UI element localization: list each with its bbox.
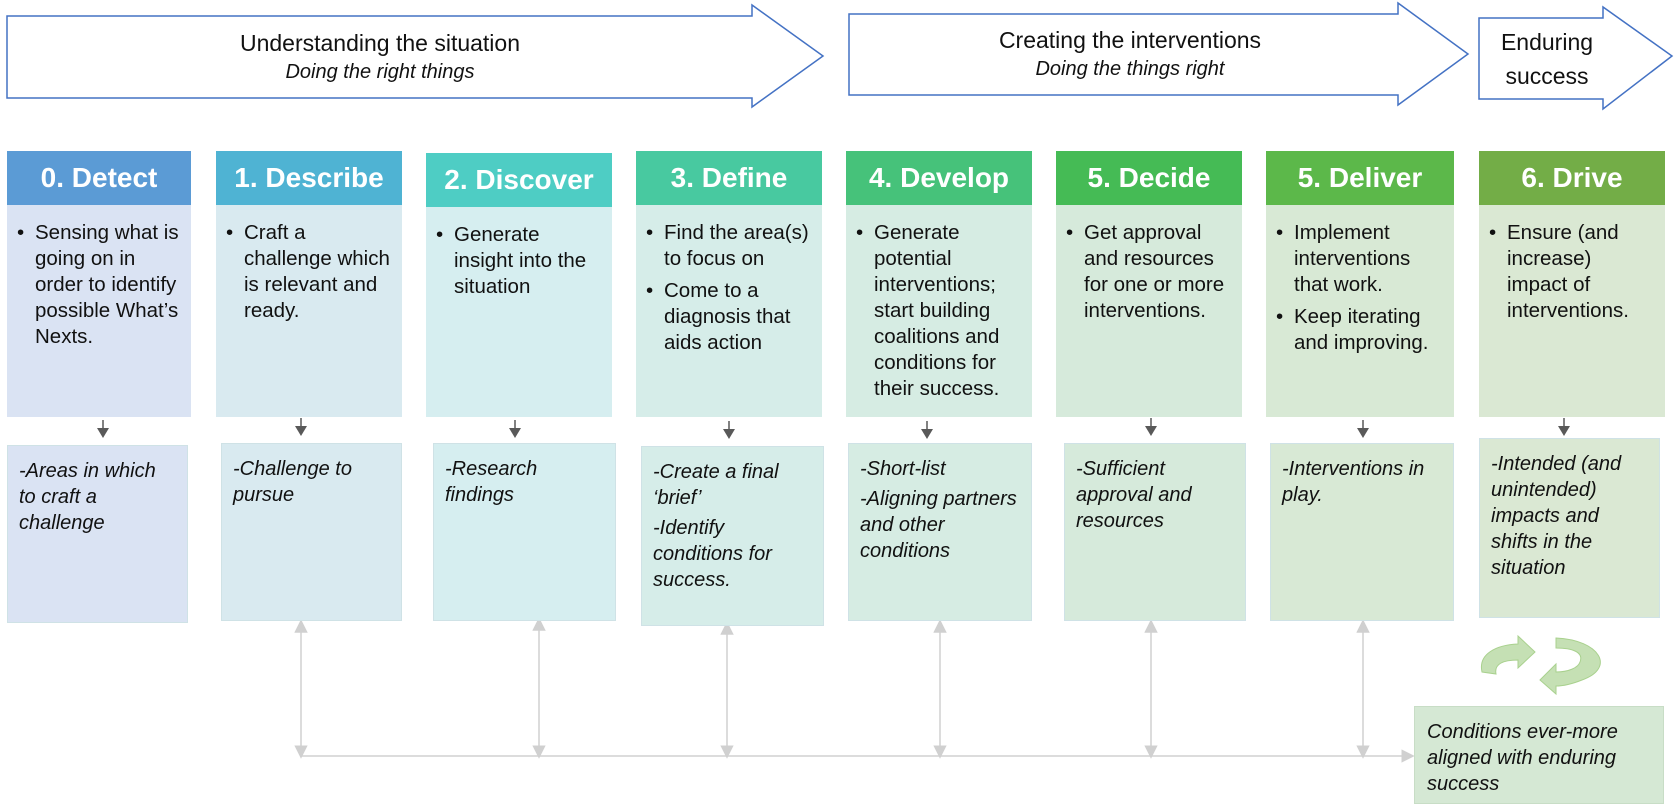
output-text: -Sufficient approval and resources xyxy=(1076,458,1192,532)
stage-body-define: Find the area(s) to focus on Come to a di… xyxy=(636,205,822,417)
stage-bullet: Keep iterating and improving. xyxy=(1276,304,1446,356)
stage-header-discover: 2. Discover xyxy=(426,153,612,207)
small-arrow-2 xyxy=(509,420,521,438)
output-box-develop: -Short-list -Aligning partners and other … xyxy=(848,443,1032,621)
stage-bullet-list: Sensing what is going on in order to ide… xyxy=(7,205,191,350)
output-text: -Create a final ‘brief’ xyxy=(653,461,779,509)
stage-header-drive: 6. Drive xyxy=(1479,151,1665,205)
stage-bullet-list: Find the area(s) to focus on Come to a di… xyxy=(636,205,822,356)
stage-bullet-list: Implement interventions that work. Keep i… xyxy=(1266,205,1454,356)
small-arrow-0 xyxy=(97,420,109,438)
phase-label-enduring: Enduring success xyxy=(1482,25,1612,93)
output-box-detect: -Areas in which to craft a challenge xyxy=(7,445,188,623)
phase-title: Understanding the situation xyxy=(239,30,521,56)
stage-body-drive: Ensure (and increase) impact of interven… xyxy=(1479,205,1665,417)
stage-bullet-list: Craft a challenge which is relevant and … xyxy=(216,205,402,324)
stage-bullet-list: Generate potential interventions; start … xyxy=(846,205,1032,402)
small-arrow-5 xyxy=(1145,418,1157,436)
feedback-connectors xyxy=(294,617,1415,763)
stage-body-detect: Sensing what is going on in order to ide… xyxy=(7,205,191,417)
output-text: -Identify conditions for success. xyxy=(653,517,772,591)
phase-title: Creating the interventions xyxy=(998,27,1262,53)
output-text: -Short-list xyxy=(860,458,946,480)
small-arrow-7 xyxy=(1558,418,1570,436)
stage-bullet: Generate potential interventions; start … xyxy=(856,220,1024,402)
output-text: -Areas in which to craft a challenge xyxy=(19,460,156,534)
stage-body-decide: Get approval and resources for one or mo… xyxy=(1056,205,1242,417)
output-text: -Interventions in play. xyxy=(1282,458,1425,506)
phase-title: Enduring success xyxy=(1500,29,1594,89)
stage-bullet: Find the area(s) to focus on xyxy=(646,220,814,272)
output-box-describe: -Challenge to pursue xyxy=(221,443,402,621)
stage-bullet-list: Generate insight into the situation xyxy=(426,207,612,300)
output-box-drive: -Intended (and unintended) impacts and s… xyxy=(1479,438,1660,618)
cycle-arrows-icon xyxy=(1480,634,1601,696)
final-outcome-text: Conditions ever-more aligned with enduri… xyxy=(1427,721,1618,795)
phase-subtitle: Doing the things right xyxy=(1035,58,1225,80)
stage-header-describe: 1. Describe xyxy=(216,151,402,205)
stage-bullet: Come to a diagnosis that aids action xyxy=(646,278,814,356)
stage-header-define: 3. Define xyxy=(636,151,822,205)
stage-header-decide: 5. Decide xyxy=(1056,151,1242,205)
stage-body-develop: Generate potential interventions; start … xyxy=(846,205,1032,417)
output-text: -Aligning partners and other conditions xyxy=(860,488,1017,562)
stage-bullet: Get approval and resources for one or mo… xyxy=(1066,220,1234,324)
phase-arrow-creating xyxy=(848,1,1470,107)
output-text: -Research findings xyxy=(445,458,538,506)
final-outcome-box: Conditions ever-more aligned with enduri… xyxy=(1414,706,1664,804)
output-box-define: -Create a final ‘brief’ -Identify conditi… xyxy=(641,446,824,626)
stage-bullet-list: Get approval and resources for one or mo… xyxy=(1056,205,1242,324)
stage-header-develop: 4. Develop xyxy=(846,151,1032,205)
small-arrow-1 xyxy=(295,418,307,436)
small-arrow-6 xyxy=(1357,420,1369,438)
stage-body-deliver: Implement interventions that work. Keep i… xyxy=(1266,205,1454,417)
stage-bullet: Sensing what is going on in order to ide… xyxy=(17,220,183,350)
output-box-decide: -Sufficient approval and resources xyxy=(1064,443,1246,621)
output-box-deliver: -Interventions in play. xyxy=(1270,443,1454,621)
stage-bullet-list: Ensure (and increase) impact of interven… xyxy=(1479,205,1665,324)
output-box-discover: -Research findings xyxy=(433,443,616,621)
phase-label-creating: Creating the interventions Doing the thi… xyxy=(890,25,1370,83)
small-arrow-3 xyxy=(723,421,735,439)
stage-header-detect: 0. Detect xyxy=(7,151,191,205)
stage-bullet: Ensure (and increase) impact of interven… xyxy=(1489,220,1657,324)
stage-bullet: Implement interventions that work. xyxy=(1276,220,1446,298)
stage-body-describe: Craft a challenge which is relevant and … xyxy=(216,205,402,417)
phase-arrow-enduring xyxy=(1478,5,1674,111)
stage-body-discover: Generate insight into the situation xyxy=(426,207,612,417)
output-text: -Challenge to pursue xyxy=(233,458,352,506)
small-arrow-4 xyxy=(921,421,933,439)
stage-bullet: Craft a challenge which is relevant and … xyxy=(226,220,394,324)
output-text: -Intended (and unintended) impacts and s… xyxy=(1491,453,1622,579)
phase-subtitle: Doing the right things xyxy=(285,61,475,83)
phase-label-understanding: Understanding the situation Doing the ri… xyxy=(140,28,620,86)
stage-header-deliver: 5. Deliver xyxy=(1266,151,1454,205)
stage-bullet: Generate insight into the situation xyxy=(436,222,604,300)
stage-to-output-arrows xyxy=(97,418,1570,439)
phase-arrow-understanding xyxy=(6,3,825,109)
